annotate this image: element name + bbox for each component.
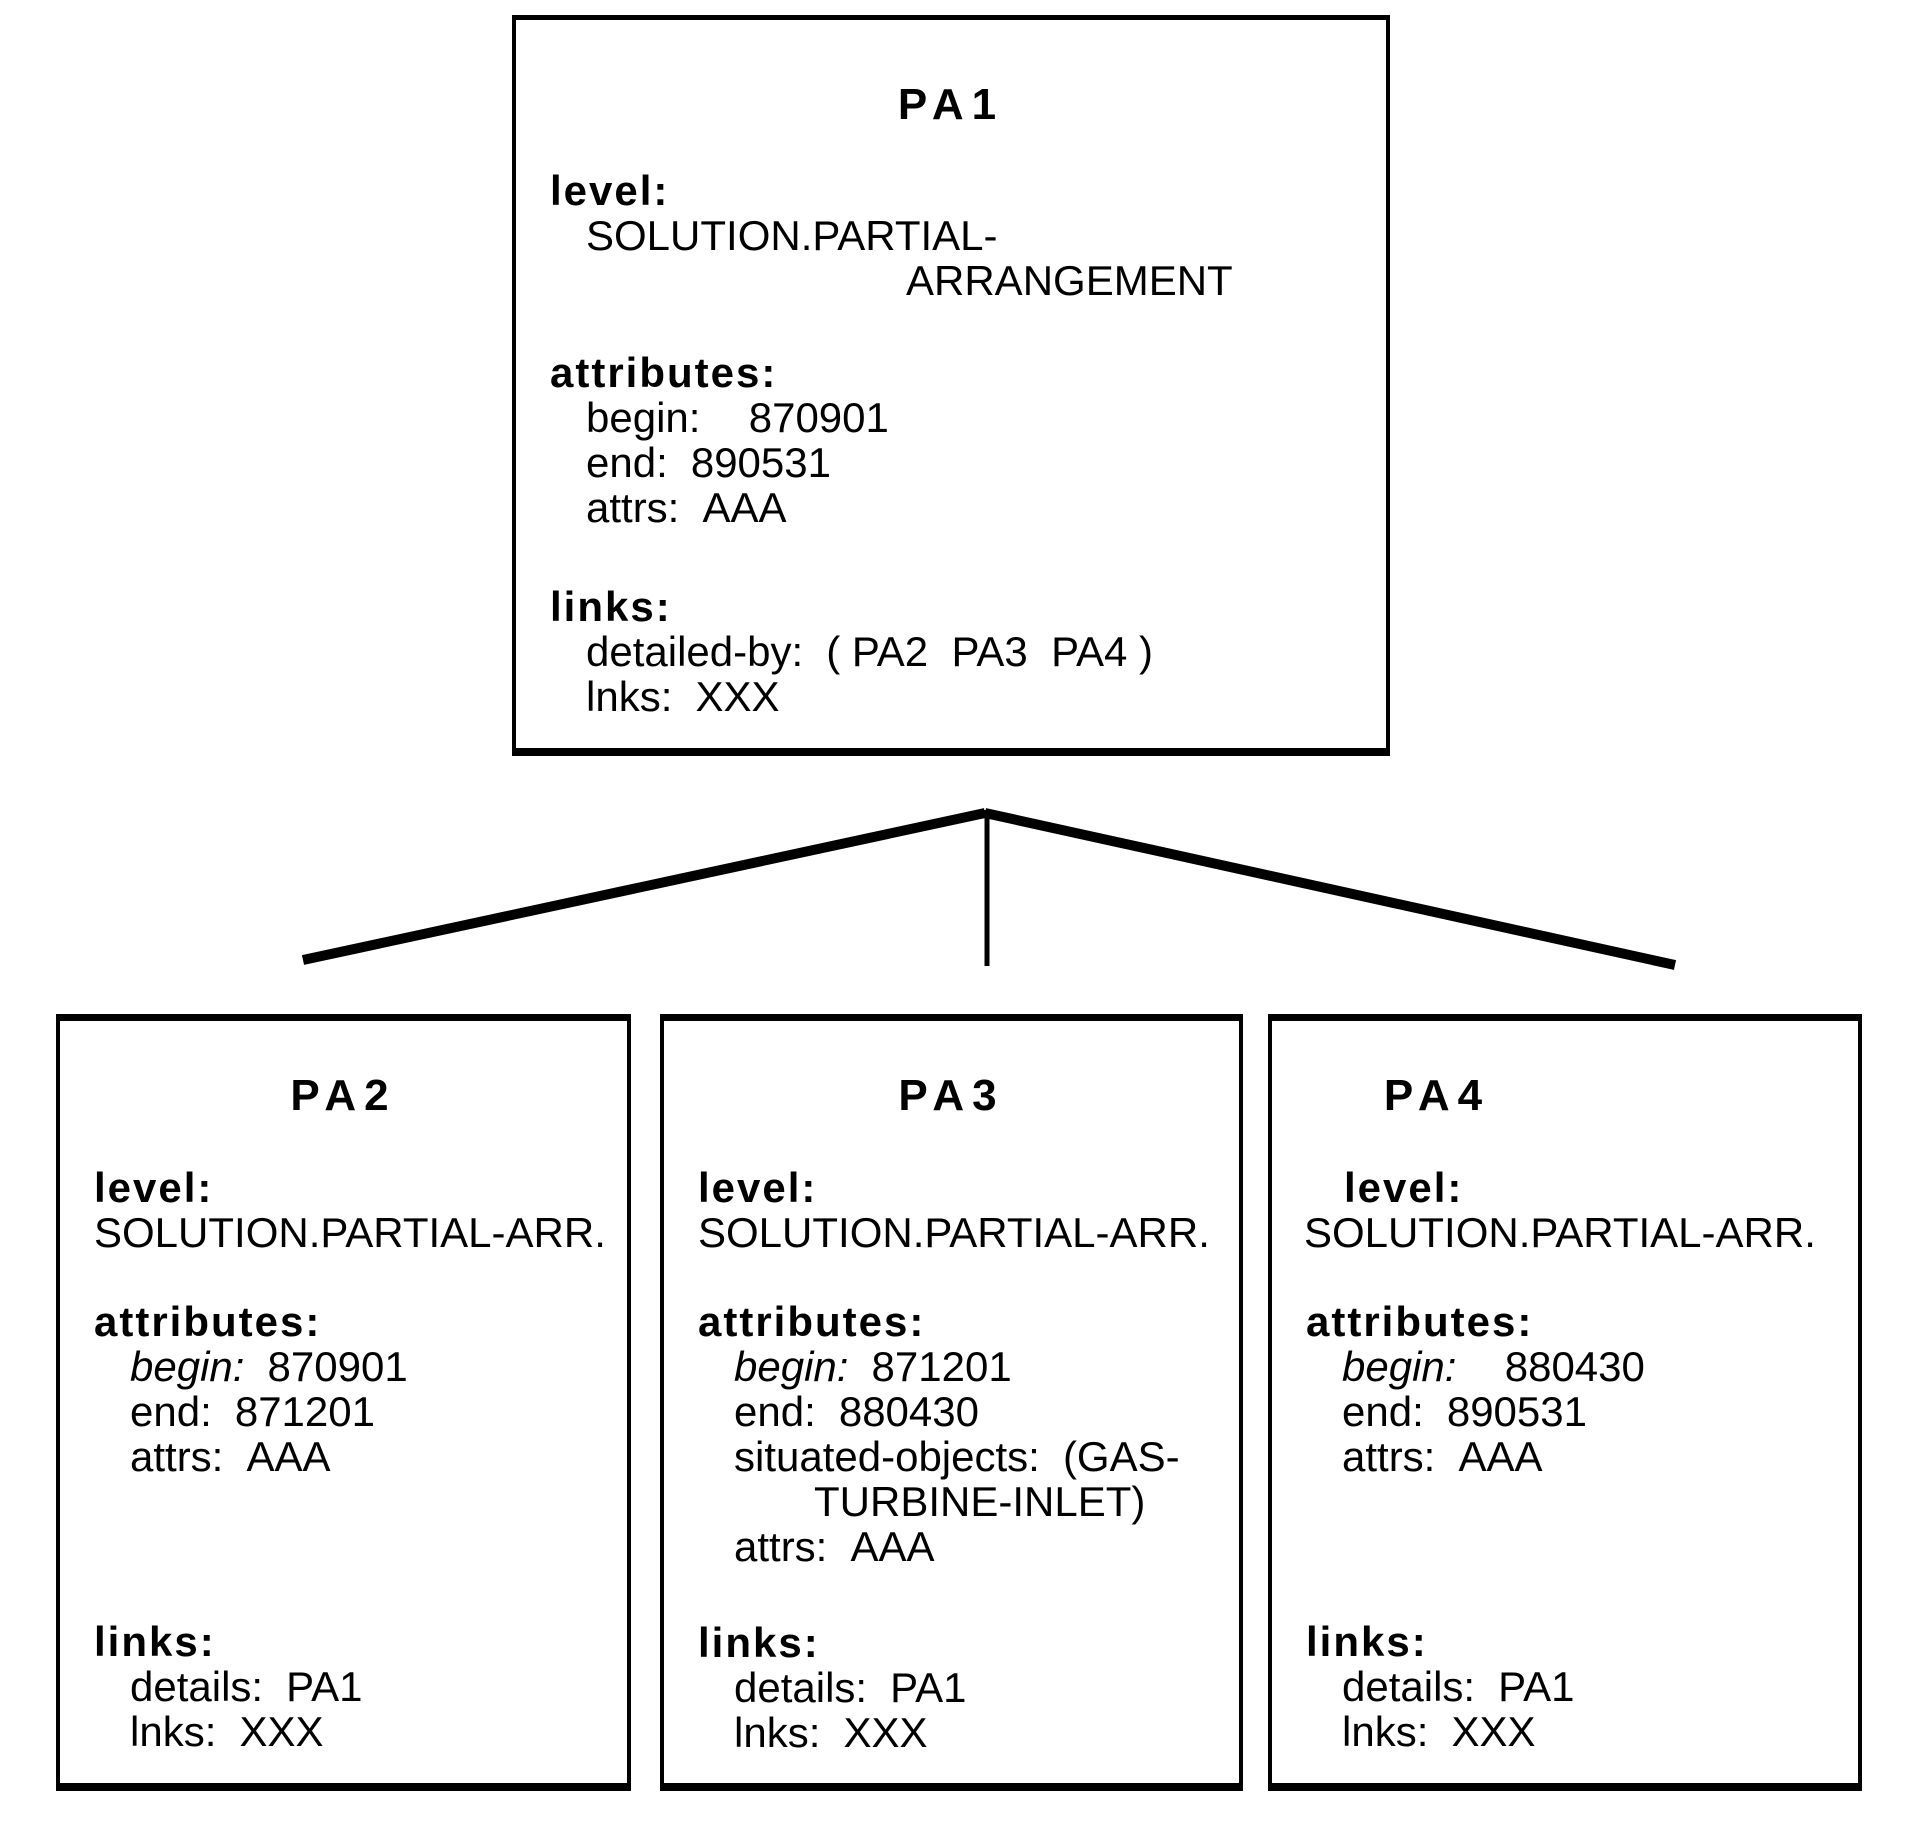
level-label: level: xyxy=(550,167,670,214)
attribute-value: 870901 xyxy=(748,394,889,441)
attributes-label: attributes: xyxy=(94,1298,322,1345)
attribute-attrs: attrs: AAA xyxy=(734,1524,1239,1569)
attribute-key: situated-objects: xyxy=(734,1433,1040,1480)
link-value: PA1 xyxy=(1498,1663,1575,1710)
link-value: XXX xyxy=(695,673,780,720)
edge-pa1-pa2 xyxy=(301,808,987,965)
attribute-key: attrs: xyxy=(1342,1433,1436,1480)
links-label: links: xyxy=(94,1618,216,1665)
link-key: detailed-by: xyxy=(586,628,804,675)
attribute-end: end: 890531 xyxy=(1342,1389,1858,1434)
link-lnks: lnks: XXX xyxy=(1342,1709,1858,1754)
attribute-begin: begin: 880430 xyxy=(1342,1344,1858,1389)
frame-node-pa1: PA1 level: SOLUTION.PARTIAL- ARRANGEMENT… xyxy=(512,15,1390,756)
attribute-key: end: xyxy=(130,1388,212,1435)
level-value-line: SOLUTION.PARTIAL-ARR. xyxy=(1304,1209,1816,1256)
attribute-begin: begin: 870901 xyxy=(586,395,1386,440)
attribute-value: 890531 xyxy=(1446,1388,1587,1435)
link-details: details: PA1 xyxy=(1342,1664,1858,1709)
level-label: level: xyxy=(94,1164,214,1211)
links-label: links: xyxy=(698,1619,820,1666)
attribute-key: attrs: xyxy=(130,1433,224,1480)
attribute-value: 871201 xyxy=(871,1343,1012,1390)
attribute-value: 880430 xyxy=(1504,1343,1645,1390)
attribute-value: 870901 xyxy=(267,1343,408,1390)
attribute-value: AAA xyxy=(850,1523,935,1570)
attribute-key: end: xyxy=(586,439,668,486)
attribute-value: 880430 xyxy=(838,1388,979,1435)
attribute-situated-objects-continuation: TURBINE-INLET) xyxy=(814,1478,1146,1525)
attribute-value: 871201 xyxy=(234,1388,375,1435)
attribute-end: end: 890531 xyxy=(586,440,1386,485)
link-details: details: PA1 xyxy=(130,1664,627,1709)
level-value-line: SOLUTION.PARTIAL-ARR. xyxy=(94,1209,606,1256)
attribute-attrs: attrs: AAA xyxy=(1342,1434,1858,1479)
link-key: lnks: xyxy=(586,673,673,720)
attributes-label: attributes: xyxy=(698,1298,926,1345)
frame-title: PA4 xyxy=(1383,1071,1491,1120)
link-key: lnks: xyxy=(130,1708,217,1755)
attribute-value: 890531 xyxy=(690,439,831,486)
attributes-label: attributes: xyxy=(1306,1298,1534,1345)
attribute-begin: begin: 870901 xyxy=(130,1344,627,1389)
attribute-key: begin: xyxy=(130,1343,245,1390)
links-label: links: xyxy=(550,583,672,630)
link-details: details: PA1 xyxy=(734,1665,1239,1710)
frame-title: PA2 xyxy=(290,1071,397,1120)
level-value-line: ARRANGEMENT xyxy=(906,257,1233,304)
level-label: level: xyxy=(698,1164,818,1211)
attribute-end: end: 880430 xyxy=(734,1389,1239,1434)
link-lnks: lnks: XXX xyxy=(734,1710,1239,1755)
attribute-key: begin: xyxy=(586,394,701,441)
attribute-key: attrs: xyxy=(586,484,680,531)
link-value: XXX xyxy=(843,1709,928,1756)
link-value: PA1 xyxy=(286,1663,363,1710)
attribute-value: (GAS- xyxy=(1062,1433,1180,1480)
link-value: PA1 xyxy=(890,1664,967,1711)
attribute-key: end: xyxy=(734,1388,816,1435)
attribute-key: begin: xyxy=(1342,1343,1457,1390)
link-key: details: xyxy=(130,1663,264,1710)
attribute-begin: begin: 871201 xyxy=(734,1344,1239,1389)
frame-title: PA3 xyxy=(898,1071,1005,1120)
level-value-line: SOLUTION.PARTIAL- xyxy=(586,212,998,259)
links-label: links: xyxy=(1306,1618,1428,1665)
link-key: details: xyxy=(734,1664,868,1711)
attribute-key: attrs: xyxy=(734,1523,828,1570)
frame-title: PA1 xyxy=(897,80,1005,129)
link-lnks: lnks: XXX xyxy=(586,674,1386,719)
attribute-end: end: 871201 xyxy=(130,1389,627,1434)
attribute-key: end: xyxy=(1342,1388,1424,1435)
attribute-key: begin: xyxy=(734,1343,849,1390)
level-label: level: xyxy=(1344,1164,1464,1211)
link-value: ( PA2 PA3 PA4 ) xyxy=(826,628,1154,675)
edge-pa1-pa4 xyxy=(983,808,1677,970)
link-lnks: lnks: XXX xyxy=(130,1709,627,1754)
link-value: XXX xyxy=(1451,1708,1536,1755)
level-value-line: SOLUTION.PARTIAL-ARR. xyxy=(698,1209,1210,1256)
attributes-label: attributes: xyxy=(550,349,778,396)
link-key: details: xyxy=(1342,1663,1476,1710)
attribute-attrs: attrs: AAA xyxy=(130,1434,627,1479)
attribute-value: AAA xyxy=(1458,1433,1543,1480)
frame-node-pa4: PA4 level: SOLUTION.PARTIAL-ARR. attribu… xyxy=(1268,1014,1862,1791)
attribute-value: AAA xyxy=(702,484,787,531)
link-detailed-by: detailed-by: ( PA2 PA3 PA4 ) xyxy=(586,629,1386,674)
frame-node-pa2: PA2 level: SOLUTION.PARTIAL-ARR. attribu… xyxy=(56,1014,631,1791)
attribute-value: AAA xyxy=(246,1433,331,1480)
attribute-situated-objects: situated-objects: (GAS- xyxy=(734,1434,1239,1479)
frame-node-pa3: PA3 level: SOLUTION.PARTIAL-ARR. attribu… xyxy=(660,1014,1243,1791)
link-value: XXX xyxy=(239,1708,324,1755)
link-key: lnks: xyxy=(734,1709,821,1756)
attribute-attrs: attrs: AAA xyxy=(586,485,1386,530)
link-key: lnks: xyxy=(1342,1708,1429,1755)
